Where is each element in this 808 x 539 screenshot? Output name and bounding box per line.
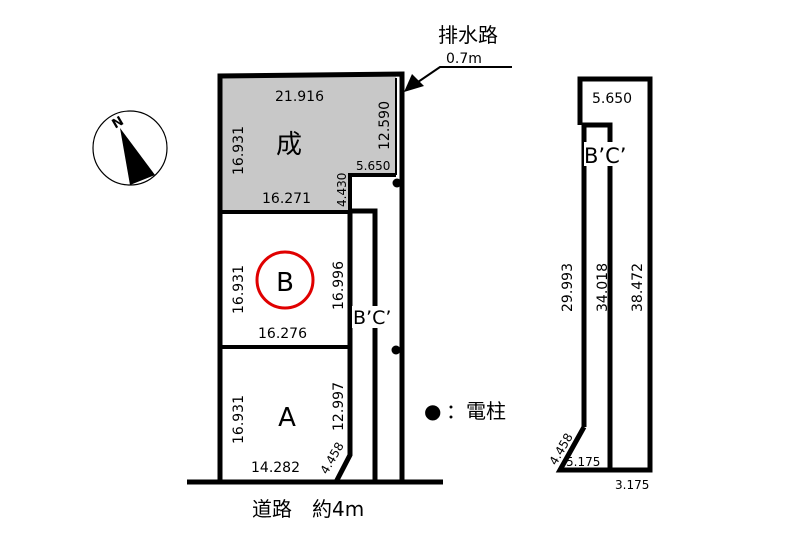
flag-label: B’C’: [353, 307, 391, 329]
sei-notch: [348, 173, 396, 212]
road-label: 道路 約4m: [252, 497, 364, 521]
flag-middle-line: [350, 208, 378, 482]
lot-a-right-dim: 12.997: [331, 382, 347, 431]
utility-pole-icon: [392, 178, 402, 188]
sei-top-dim: 21.916: [275, 89, 324, 105]
detail-outer: [577, 76, 653, 473]
lot-b-bottom-dim: 16.276: [258, 326, 307, 342]
utility-pole-legend-text: ：電柱: [446, 399, 506, 423]
lot-a-bottom-dim: 14.282: [251, 460, 300, 476]
lot-b-right-dim: 16.996: [331, 261, 347, 310]
sei-left-dim: 16.931: [231, 126, 247, 175]
detail-bottom-inner-dim: 5.175: [566, 455, 600, 469]
arrow-head-icon: [404, 74, 424, 92]
north-arrow-icon: [120, 128, 155, 185]
detail-right-dim: 38.472: [630, 263, 646, 312]
flag-left-line: [333, 212, 353, 484]
detail-middle-dim: 34.018: [595, 263, 611, 312]
lot-b-highlight-circle: [255, 250, 315, 310]
detail-label: B’C’: [584, 144, 626, 168]
sei-bottom-dim: 16.271: [262, 191, 311, 207]
detail-bottom-outer-dim: 3.175: [615, 478, 649, 492]
lot-b-label: B: [276, 268, 294, 298]
detail-outline: [555, 76, 653, 473]
outer-boundary: [217, 71, 405, 482]
detail-top-dim: 5.650: [592, 91, 632, 107]
detail-inner: [581, 122, 613, 470]
lot-a-left-dim: 16.931: [231, 395, 247, 444]
sei-notch-side-dim: 4.430: [335, 173, 349, 207]
lot-outlines: [187, 71, 443, 485]
lot-b-left-dim: 16.931: [231, 265, 247, 314]
lot-sei: [220, 76, 396, 212]
drain-width: 0.7m: [446, 51, 482, 67]
lot-sei-label: 成: [276, 130, 302, 160]
compass: N: [92, 110, 168, 186]
sei-right-dim: 12.590: [377, 101, 393, 150]
utility-pole-icon: [391, 345, 401, 355]
lot-a-label: A: [278, 403, 296, 433]
detail-label-bg: [584, 142, 644, 166]
flag-label-bg: [352, 306, 398, 328]
drain-arrow-line: [417, 66, 512, 83]
detail-bottom: [555, 425, 610, 473]
sei-notch-top-dim: 5.650: [356, 159, 390, 173]
utility-pole-legend-icon: ●: [424, 399, 441, 423]
drain-label: 排水路: [438, 23, 498, 47]
detail-left-dim: 29.993: [560, 263, 576, 312]
